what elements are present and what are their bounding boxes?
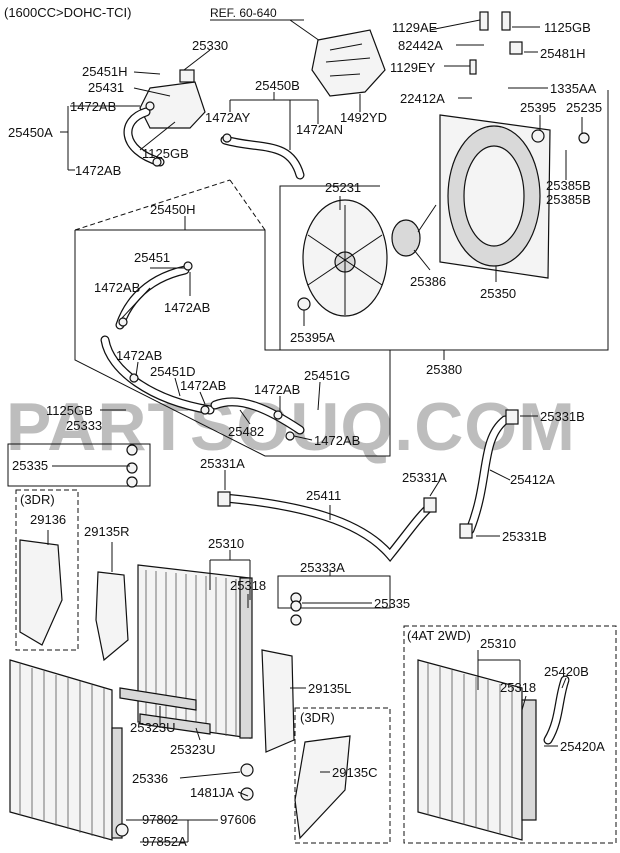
part-label: 25395	[520, 100, 556, 115]
part-label: 25323U	[130, 720, 176, 735]
part-label: 25350	[480, 286, 516, 301]
part-label: 29135C	[332, 765, 378, 780]
part-label: 25451	[134, 250, 170, 265]
automatic-2wd-box	[403, 625, 617, 844]
variant-label-3dr-left: (3DR)	[20, 492, 55, 507]
seal-strip-upper	[119, 687, 197, 711]
part-label: 1481JA	[190, 785, 234, 800]
part-label: 1335AA	[550, 81, 597, 96]
part-label: 25231	[325, 180, 361, 195]
part-label: 25420A	[560, 739, 605, 754]
part-labels: 25330 25451H 25431 1472AB 25450A 1125GB …	[8, 20, 605, 849]
part-label: 1129EY	[390, 60, 436, 75]
part-label: 82442A	[398, 38, 443, 53]
part-label: 25336	[132, 771, 168, 786]
air-guard-29135r	[95, 571, 129, 662]
part-label: 25385B	[546, 192, 591, 207]
reservoir-tank	[139, 69, 206, 129]
part-label: 25333A	[300, 560, 345, 575]
part-label: 25482	[228, 424, 264, 439]
part-label: 25331B	[502, 529, 547, 544]
part-label: 97852A	[142, 834, 187, 848]
three-door-box-left	[15, 489, 79, 651]
part-label: 1125GB	[142, 146, 189, 161]
part-label: 1492YD	[340, 110, 387, 125]
fan-shroud	[439, 114, 551, 279]
part-label: 25310	[208, 536, 244, 551]
three-door-box-right	[294, 707, 391, 844]
part-label: 25333	[66, 418, 102, 433]
seal-strip-lower	[139, 713, 211, 735]
part-label: 25420B	[544, 664, 589, 679]
part-label: 1472AB	[164, 300, 210, 315]
part-label: 25335	[374, 596, 410, 611]
part-label: 25331B	[540, 409, 585, 424]
air-guard-29135c	[294, 735, 351, 840]
part-label: 1472AY	[205, 110, 251, 125]
clip-box-middle	[277, 575, 391, 609]
cooling-fan	[302, 199, 388, 317]
part-label: 25318	[230, 578, 266, 593]
part-label: 1125GB	[544, 20, 591, 35]
part-label: 29136	[30, 512, 66, 527]
part-label: 25431	[88, 80, 124, 95]
part-label: 22412A	[400, 91, 445, 106]
part-label: 25335	[12, 458, 48, 473]
part-label: 1472AB	[75, 163, 121, 178]
part-label: 97802	[142, 812, 178, 827]
part-label: 1472AB	[116, 348, 162, 363]
part-label: 25451D	[150, 364, 196, 379]
intake-assembly	[311, 29, 386, 97]
air-guard-29135l	[261, 649, 295, 753]
part-label: 25385B	[546, 178, 591, 193]
part-label: 29135L	[308, 681, 351, 696]
engine-header: (1600CC>DOHC-TCI)	[4, 5, 132, 20]
part-label: 25412A	[510, 472, 555, 487]
air-guard-29136	[19, 539, 63, 646]
reference-label: REF. 60-640	[210, 6, 277, 20]
part-label: 1129AE	[392, 20, 438, 35]
part-label: 25330	[192, 38, 228, 53]
part-label: 97606	[220, 812, 256, 827]
hose-clamps	[115, 11, 590, 837]
part-label: 25450A	[8, 125, 53, 140]
part-label: 25310	[480, 636, 516, 651]
variant-label-3dr-right: (3DR)	[300, 710, 335, 725]
part-label: 25450H	[150, 202, 196, 217]
part-label: 25331A	[200, 456, 245, 471]
condenser	[9, 659, 123, 841]
part-label: 25235	[566, 100, 602, 115]
part-label: 25380	[426, 362, 462, 377]
part-label: 25451H	[82, 64, 128, 79]
variant-label-4at-2wd: (4AT 2WD)	[407, 628, 471, 643]
part-label: 25395A	[290, 330, 335, 345]
part-label: 1472AB	[94, 280, 140, 295]
part-label: 1472AN	[296, 122, 343, 137]
part-label: 29135R	[84, 524, 130, 539]
part-label: 25323U	[170, 742, 216, 757]
part-label: 25450B	[255, 78, 300, 93]
part-label: 25331A	[402, 470, 447, 485]
part-label: 1472AB	[180, 378, 226, 393]
part-label: 25481H	[540, 46, 586, 61]
radiator-automatic	[417, 659, 537, 841]
part-label: 1472AB	[314, 433, 360, 448]
clip-box-left	[7, 443, 151, 487]
part-label: 25451G	[304, 368, 350, 383]
leader-lines	[47, 19, 583, 843]
part-label: 25411	[306, 488, 341, 503]
part-label: 1472AB	[70, 99, 116, 114]
part-label: 25318	[500, 680, 536, 695]
part-label: 1125GB	[46, 403, 93, 418]
part-label: 1472AB	[254, 382, 300, 397]
fan-motor	[391, 204, 437, 257]
part-label: 25386	[410, 274, 446, 289]
